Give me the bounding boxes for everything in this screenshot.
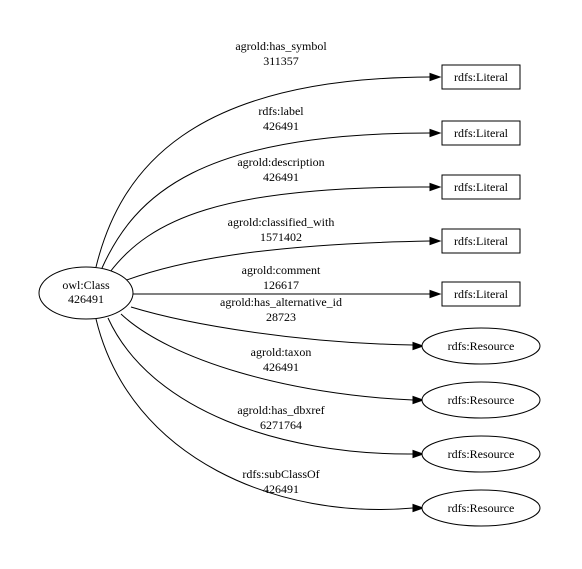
target-node-7-ellipse — [421, 381, 541, 419]
edge-7-property-label: agrold:taxon — [251, 345, 312, 359]
edge-4-property-label: agrold:classified_with — [228, 215, 335, 229]
nodes-layer: owl:Class 426491 rdfs:Literal rdfs:Litera… — [38, 64, 541, 527]
target-node-5: rdfs:Literal — [441, 281, 521, 307]
target-node-9: rdfs:Resource — [421, 489, 541, 527]
edge-7-arrowhead — [412, 395, 425, 405]
target-node-7: rdfs:Resource — [421, 381, 541, 419]
target-node-9-label: rdfs:Resource — [448, 501, 515, 515]
edges-layer — [95, 72, 442, 513]
target-node-5-label: rdfs:Literal — [454, 287, 509, 301]
edge-8 — [107, 317, 414, 455]
source-node: owl:Class 426491 — [38, 266, 134, 320]
target-node-6-label: rdfs:Resource — [448, 339, 515, 353]
source-node-count: 426491 — [68, 292, 104, 306]
edge-3-property-label: agrold:description — [237, 155, 324, 169]
target-node-4: rdfs:Literal — [441, 228, 521, 254]
edge-5-count-label: 126617 — [263, 278, 299, 292]
target-node-6: rdfs:Resource — [421, 327, 541, 365]
edge-8-arrowhead — [412, 449, 425, 459]
edge-1-property-label: agrold:has_symbol — [235, 39, 327, 53]
target-node-6-ellipse — [421, 327, 541, 365]
edge-2 — [101, 132, 431, 269]
edge-labels-layer: agrold:has_symbol311357rdfs:label426491a… — [220, 39, 342, 496]
target-node-3: rdfs:Literal — [441, 174, 521, 200]
edge-5-arrowhead — [429, 289, 442, 299]
target-node-2: rdfs:Literal — [441, 120, 521, 146]
edge-3 — [109, 186, 431, 273]
edge-4-count-label: 1571402 — [260, 230, 302, 244]
edge-2-count-label: 426491 — [263, 119, 299, 133]
target-node-2-box — [441, 120, 521, 146]
target-node-1-label: rdfs:Literal — [454, 70, 509, 84]
edge-6-arrowhead — [412, 341, 425, 351]
edge-6 — [130, 306, 414, 346]
edge-7 — [120, 313, 414, 401]
edge-9 — [95, 318, 414, 510]
target-node-8-ellipse — [421, 435, 541, 473]
source-node-shape — [38, 266, 134, 320]
edge-6-count-label: 28723 — [266, 310, 296, 324]
target-node-4-box — [441, 228, 521, 254]
edge-9-property-label: rdfs:subClassOf — [242, 467, 319, 481]
edge-9-arrowhead — [412, 503, 425, 513]
target-node-1: rdfs:Literal — [441, 64, 521, 90]
target-node-7-label: rdfs:Resource — [448, 393, 515, 407]
edge-2-property-label: rdfs:label — [258, 104, 304, 118]
target-node-5-box — [441, 281, 521, 307]
target-node-2-label: rdfs:Literal — [454, 126, 509, 140]
edge-3-arrowhead — [429, 182, 442, 192]
target-node-8: rdfs:Resource — [421, 435, 541, 473]
edge-3-count-label: 426491 — [263, 170, 299, 184]
edge-8-count-label: 6271764 — [260, 418, 302, 432]
target-node-8-label: rdfs:Resource — [448, 447, 515, 461]
edge-5-property-label: agrold:comment — [242, 263, 321, 277]
edge-4 — [123, 240, 431, 282]
edge-1-arrowhead — [429, 72, 442, 82]
edge-2-arrowhead — [429, 128, 442, 138]
edge-6-property-label: agrold:has_alternative_id — [220, 295, 342, 309]
target-node-3-label: rdfs:Literal — [454, 180, 509, 194]
target-node-1-box — [441, 64, 521, 90]
edge-1-count-label: 311357 — [263, 54, 299, 68]
target-node-3-box — [441, 174, 521, 200]
edge-8-property-label: agrold:has_dbxref — [237, 403, 324, 417]
source-node-label: owl:Class — [62, 278, 110, 292]
edge-4-arrowhead — [429, 236, 442, 246]
target-node-9-ellipse — [421, 489, 541, 527]
edge-1 — [95, 76, 431, 268]
edge-9-count-label: 426491 — [263, 482, 299, 496]
target-node-4-label: rdfs:Literal — [454, 234, 509, 248]
edge-7-count-label: 426491 — [263, 360, 299, 374]
